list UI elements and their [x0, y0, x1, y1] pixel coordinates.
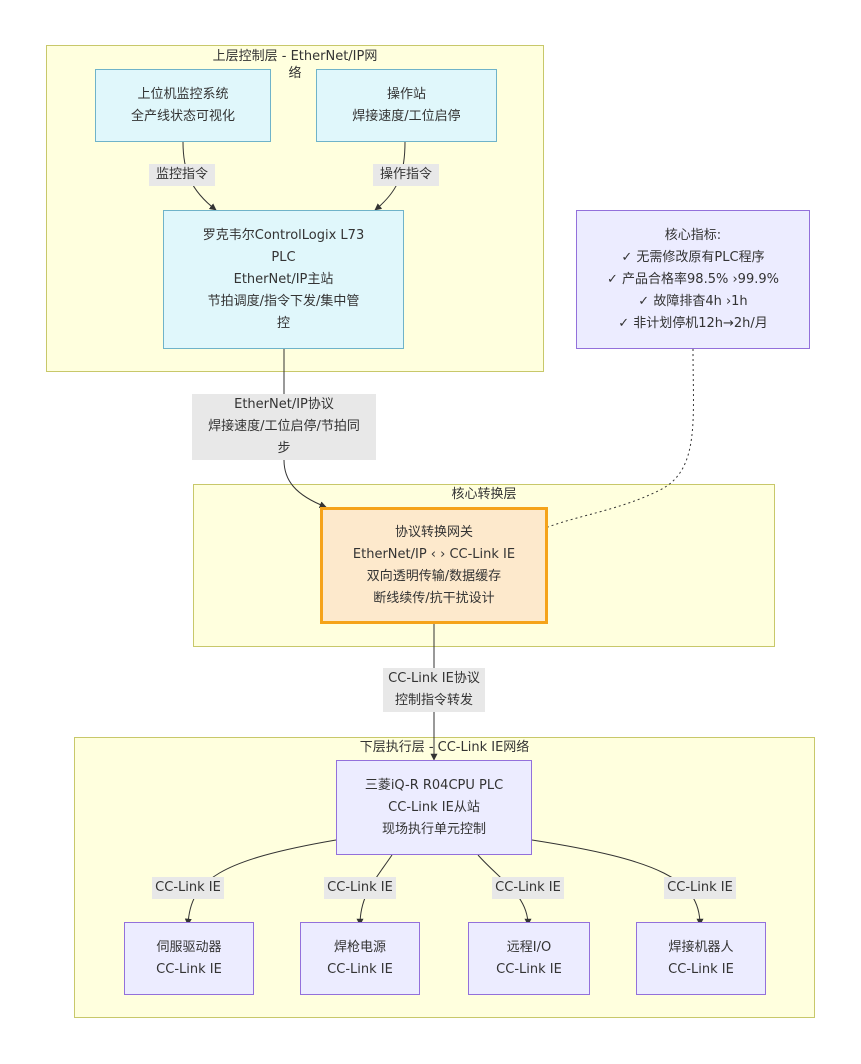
upper-layer-title: 上层控制层 - EtherNet/IP网 络 [212, 49, 378, 81]
edge-plc-to-gateway [283, 349, 327, 508]
edge-label-ethernet-ip: EtherNet/IP协议 焊接速度/工位启停/节拍同 步 [192, 394, 376, 460]
servo-drive-node: 伺服驱动器 CC-Link IE [124, 922, 254, 995]
plc-master-line-1: 罗克韦尔ControlLogix L73 [202, 227, 365, 243]
edge-slave-to-robot [531, 839, 704, 926]
edge-label-cclink-protocol-line-1: CC-Link IE协议 [388, 671, 480, 686]
edge-label-cc-remote-io: CC-Link IE [492, 877, 564, 899]
core-metrics-node: 核心指标: ✓ 无需修改原有PLC程序 ✓ 产品合格率98.5% ›99.9% … [576, 210, 810, 349]
remote-io-line-2: CC-Link IE [496, 961, 562, 977]
core-layer-title: 核心转换层 [451, 487, 517, 502]
edge-label-cc-servo: CC-Link IE [152, 877, 224, 899]
edge-label-cclink-protocol: CC-Link IE协议 控制指令转发 [383, 668, 485, 712]
edge-label-ethernet-ip-line-1: EtherNet/IP协议 [234, 397, 334, 412]
welder-power-node: 焊枪电源 CC-Link IE [300, 922, 420, 995]
edge-label-cc-robot: CC-Link IE [664, 877, 736, 899]
metrics-line-2: ✓ 无需修改原有PLC程序 [621, 249, 765, 265]
edge-label-cclink-protocol-line-2: 控制指令转发 [394, 693, 473, 708]
robot-line-2: CC-Link IE [668, 961, 734, 977]
edge-label-ethernet-ip-line-3: 步 [277, 441, 291, 456]
plc-master-line-4: 节拍调度/指令下发/集中管 [207, 293, 360, 309]
plc-slave-line-1: 三菱iQ-R R04CPU PLC [364, 777, 504, 793]
servo-line-2: CC-Link IE [156, 961, 222, 977]
metrics-line-5: ✓ 非计划停机12h→2h/月 [618, 315, 768, 331]
plc-slave-line-2: CC-Link IE从站 [388, 799, 480, 815]
edge-label-operate-cmd: 操作指令 [373, 164, 439, 186]
gateway-line-2: EtherNet/IP ‹ › CC-Link IE [352, 546, 516, 562]
scada-monitor-node: 上位机监控系统 全产线状态可视化 [95, 69, 271, 142]
edge-label-cc-robot-text: CC-Link IE [667, 880, 733, 895]
scada-line-2: 全产线状态可视化 [130, 108, 235, 124]
edge-metrics-to-gateway [547, 348, 694, 528]
servo-line-1: 伺服驱动器 [156, 939, 222, 955]
protocol-gateway-node: 协议转换网关 EtherNet/IP ‹ › CC-Link IE 双向透明传输… [320, 507, 548, 624]
edge-label-monitor-cmd: 监控指令 [149, 164, 215, 186]
rockwell-plc-master-node: 罗克韦尔ControlLogix L73 PLC EtherNet/IP主站 节… [163, 210, 404, 349]
scada-line-1: 上位机监控系统 [137, 86, 229, 102]
metrics-line-3: ✓ 产品合格率98.5% ›99.9% [607, 271, 779, 287]
remote-io-node: 远程I/O CC-Link IE [468, 922, 590, 995]
robot-line-1: 焊接机器人 [668, 939, 734, 955]
lower-layer-title: 下层执行层 - CC-Link IE网络 [359, 740, 530, 755]
welder-power-line-2: CC-Link IE [327, 961, 393, 977]
edge-label-cc-servo-text: CC-Link IE [155, 880, 221, 895]
welding-robot-node: 焊接机器人 CC-Link IE [636, 922, 766, 995]
operator-line-2: 焊接速度/工位启停 [352, 108, 461, 124]
edge-label-monitor-cmd-text: 监控指令 [155, 167, 208, 182]
plc-master-line-5: 控 [276, 315, 290, 331]
gateway-line-4: 断线续传/抗干扰设计 [373, 590, 495, 606]
plc-slave-line-3: 现场执行单元控制 [381, 821, 486, 837]
welder-power-line-1: 焊枪电源 [333, 939, 386, 955]
operator-station-node: 操作站 焊接速度/工位启停 [316, 69, 497, 142]
operator-line-1: 操作站 [386, 86, 426, 102]
gateway-line-1: 协议转换网关 [394, 524, 473, 540]
plc-master-line-3: EtherNet/IP主站 [233, 271, 334, 287]
gateway-line-3: 双向透明传输/数据缓存 [366, 568, 502, 584]
edge-label-cc-welder-power-text: CC-Link IE [327, 880, 393, 895]
remote-io-line-1: 远程I/O [506, 939, 552, 955]
edge-slave-to-servo [184, 839, 337, 926]
metrics-line-1: 核心指标: [664, 227, 722, 243]
edge-label-cc-remote-io-text: CC-Link IE [495, 880, 561, 895]
metrics-line-4: ✓ 故障排杳4h ›1h [638, 293, 748, 309]
edge-label-operate-cmd-text: 操作指令 [379, 167, 432, 182]
plc-master-line-2: PLC [271, 249, 296, 265]
mitsubishi-plc-slave-node: 三菱iQ-R R04CPU PLC CC-Link IE从站 现场执行单元控制 [336, 760, 532, 855]
edge-label-cc-welder-power: CC-Link IE [324, 877, 396, 899]
edge-label-ethernet-ip-line-2: 焊接速度/工位启停/节拍同 [208, 419, 360, 434]
